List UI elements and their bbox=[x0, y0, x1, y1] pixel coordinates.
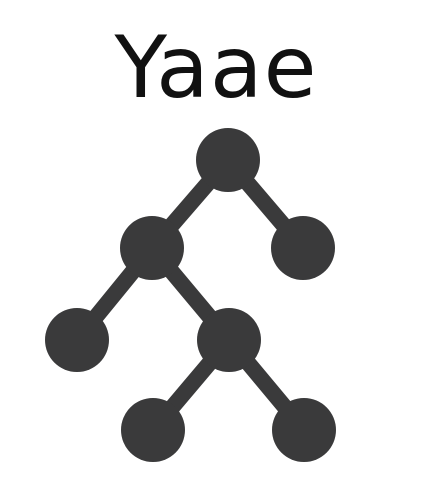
tree-nodes bbox=[45, 128, 336, 462]
tree-edges bbox=[69, 152, 312, 438]
tree-node-left-left bbox=[45, 308, 109, 372]
tree-node-bottom-left bbox=[121, 398, 185, 462]
tree-node-left bbox=[120, 216, 184, 280]
tree-node-root bbox=[196, 128, 260, 192]
tree-node-right bbox=[271, 216, 335, 280]
tree-node-left-right bbox=[197, 308, 261, 372]
logo-wordmark: Yaae bbox=[114, 18, 318, 118]
tree-node-bottom-right bbox=[272, 398, 336, 462]
